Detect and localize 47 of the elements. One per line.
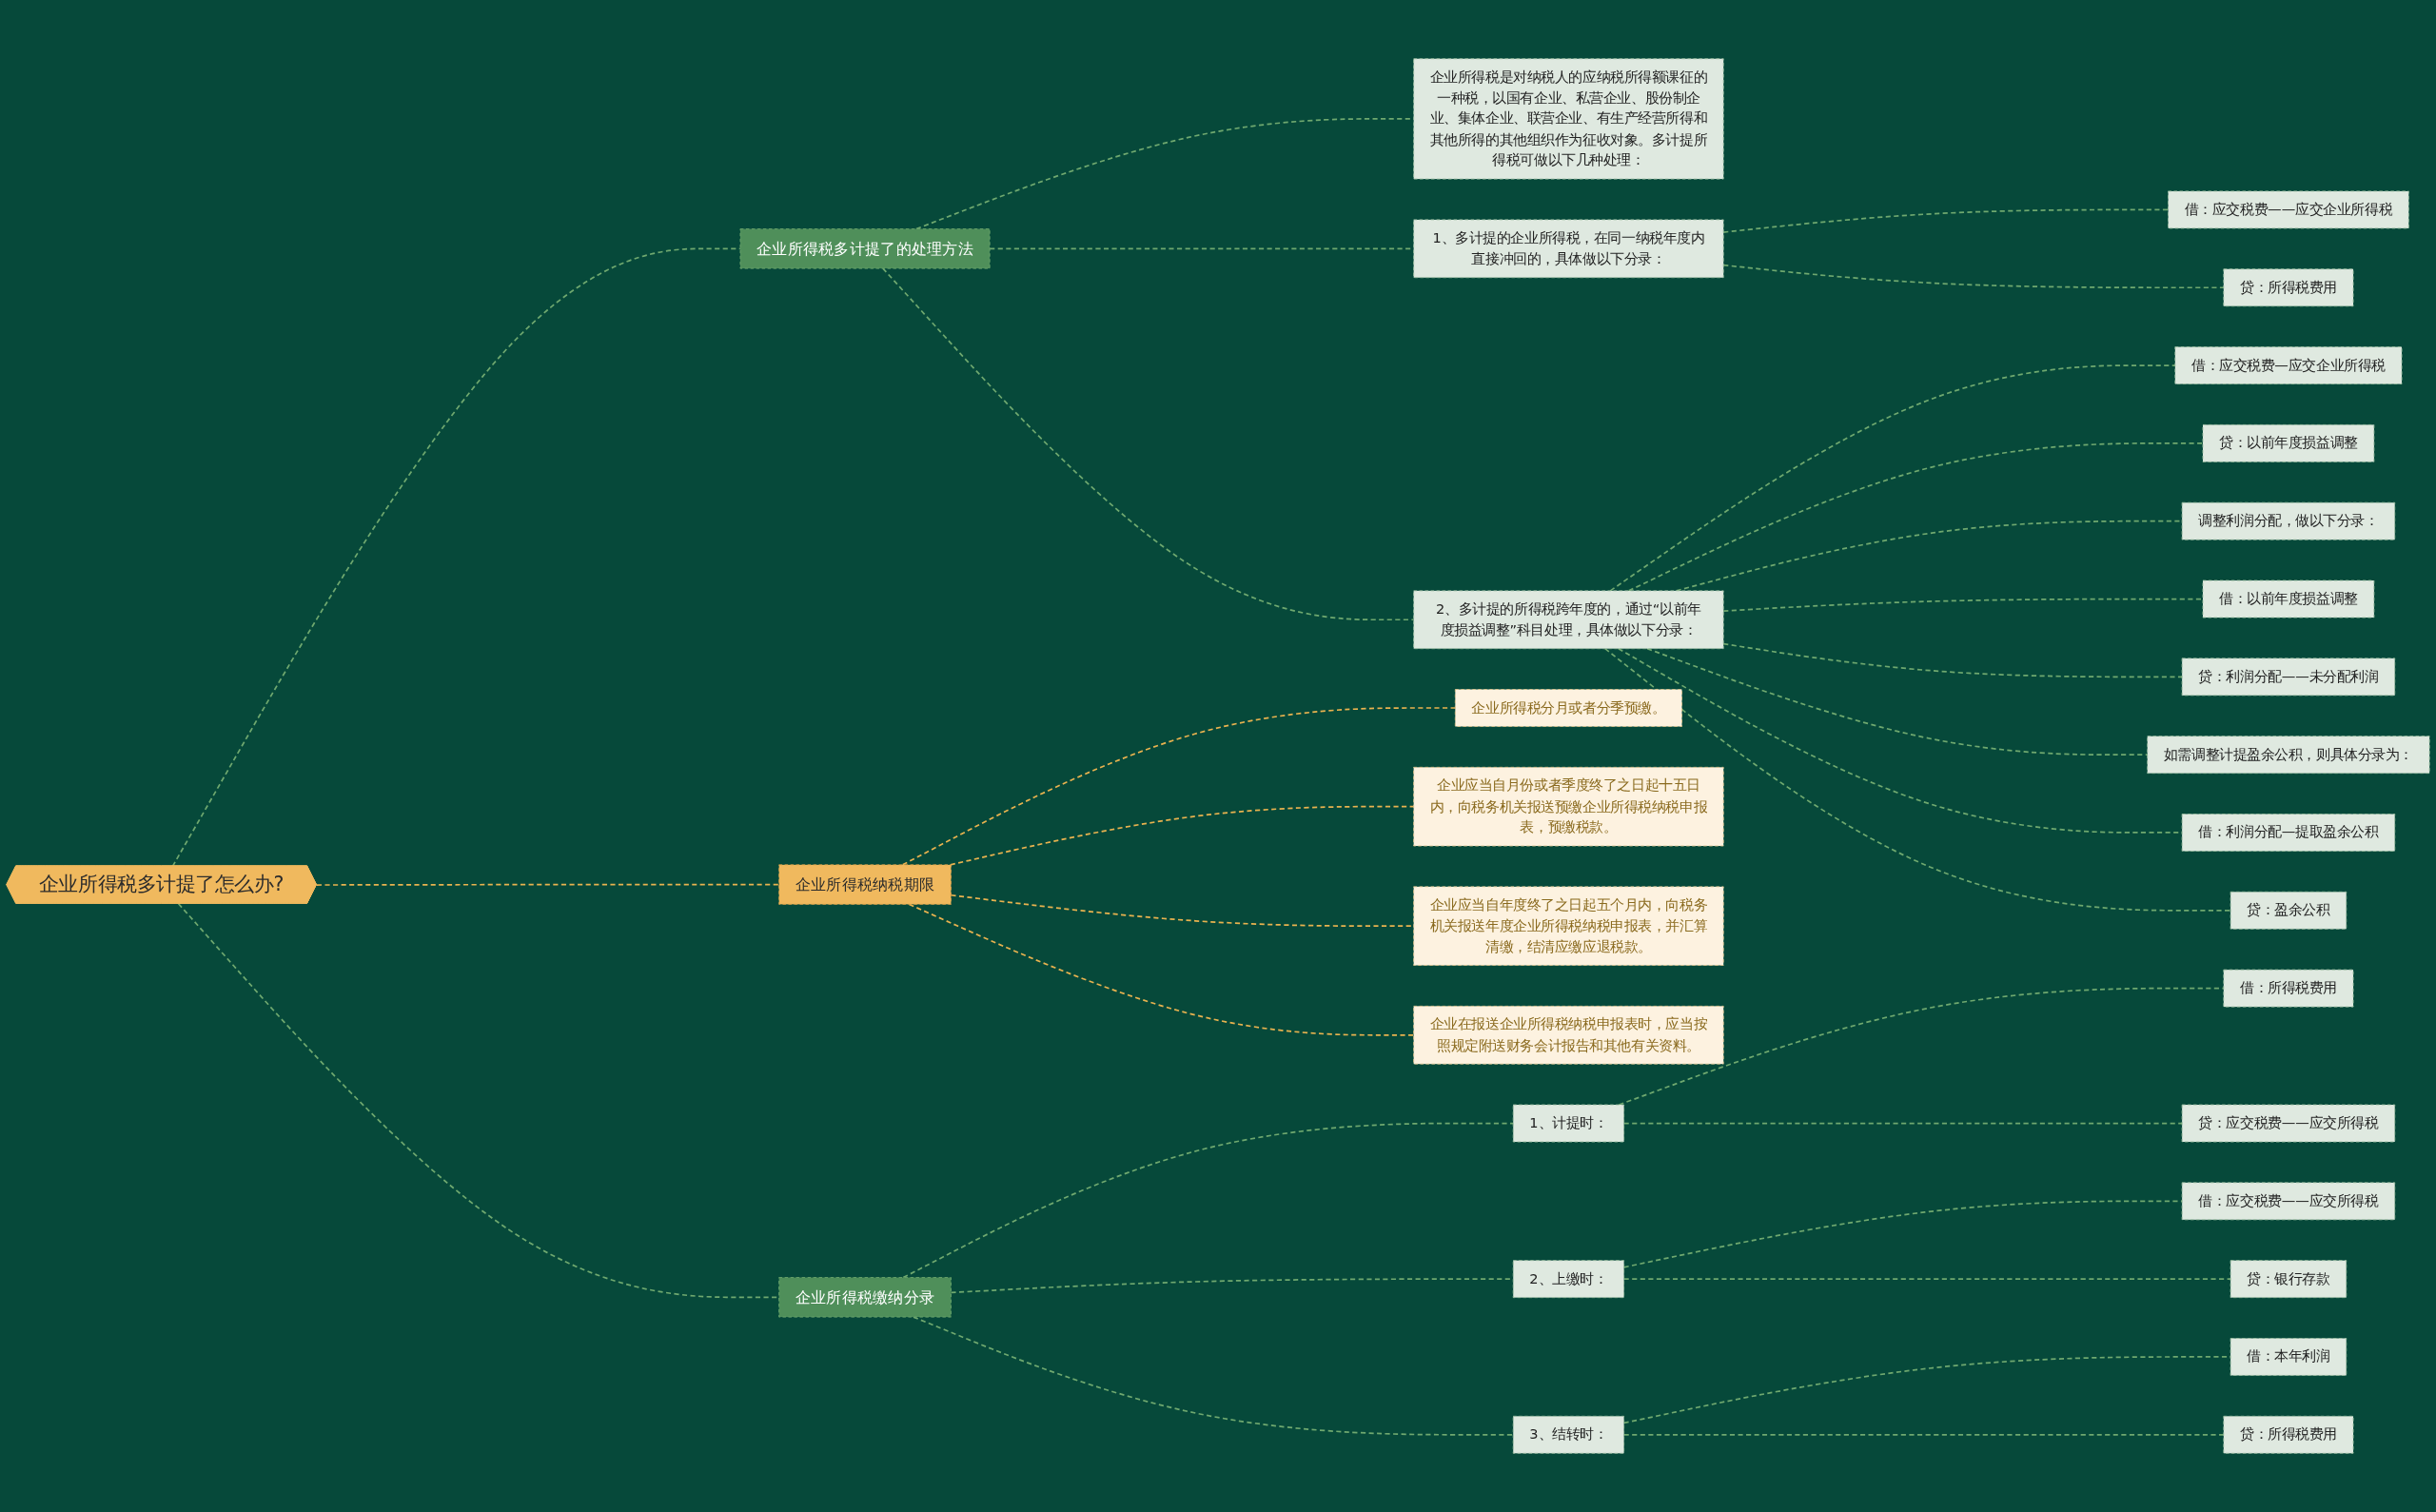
node-box: 贷：应交税费——应交所得税: [2181, 1104, 2396, 1143]
node-box: 贷：盈余公积: [2230, 891, 2348, 930]
connector: [1603, 647, 2231, 912]
node-box: 贷：利润分配——未分配利润: [2181, 658, 2396, 697]
node-box: 借：本年利润: [2230, 1338, 2348, 1376]
connector: [908, 903, 1415, 1036]
connector: [1722, 598, 2204, 612]
connector: [882, 267, 1415, 621]
connector: [1627, 442, 2204, 592]
connector: [1622, 1278, 2231, 1280]
connector: [1609, 364, 2176, 592]
node-box: 借：所得税费用: [2223, 969, 2354, 1008]
node-box: 企业在报送企业所得税纳税申报表时，应当按照规定附送财务会计报告和其他有关资料。: [1413, 1005, 1724, 1065]
node-box: 企业所得税多计提了的处理方法: [739, 228, 991, 269]
node-box: 如需调整计提盈余公积，则具体分录为：: [2147, 736, 2430, 775]
node-box: 贷：所得税费用: [2223, 268, 2354, 307]
connector: [1622, 1122, 2183, 1125]
node-box: 1、多计提的企业所得税，在同一纳税年度内直接冲回的，具体做以下分录：: [1413, 219, 1724, 279]
node-box: 3、结转时：: [1512, 1415, 1625, 1454]
node-box: 借：应交税费——应交所得税: [2181, 1182, 2396, 1221]
node-box: 借：利润分配—提取盈余公积: [2181, 814, 2396, 852]
node-box: 贷：所得税费用: [2223, 1415, 2354, 1454]
node-box: 企业所得税缴纳分录: [778, 1277, 952, 1318]
connector: [316, 883, 780, 886]
connector: [901, 707, 1457, 866]
node-box: 借：以前年度损益调整: [2202, 579, 2375, 619]
connector: [1722, 642, 2183, 678]
connector: [1722, 208, 2170, 233]
connector: [913, 1316, 1515, 1436]
connector: [1722, 264, 2225, 289]
node-box: 企业应当自年度终了之日起五个月内，向税务机关报送年度企业所得税纳税申报表，并汇算清缴，结清应缴应退税款。: [1413, 886, 1724, 966]
node-box: 借：应交税费—应交企业所得税: [2174, 346, 2403, 384]
node-box: 1、计提时：: [1512, 1104, 1625, 1143]
node-box: 2、上缴时：: [1512, 1260, 1625, 1299]
node-box: 借：应交税费——应交企业所得税: [2168, 190, 2409, 229]
node-box: 企业所得税是对纳税人的应纳税所得额课征的一种税，以国有企业、私营企业、股份制企业、集体企业、联营企业、有生产经营所得和其他所得的其他组织作为征收对象。多计提所得税可做以下几种处理：: [1413, 58, 1724, 180]
node-box: 贷：银行存款: [2230, 1260, 2348, 1299]
connector: [1646, 647, 2149, 756]
node-box: 2、多计提的所得税跨年度的，通过“以前年度损益调整”科目处理，具体做以下分录：: [1413, 590, 1724, 650]
node-box: 企业所得税分月或者分季预缴。: [1454, 689, 1682, 727]
connector: [1622, 1433, 2225, 1436]
connector: [902, 1122, 1515, 1279]
connector: [949, 805, 1415, 866]
node-box: 调整利润分配，做以下分录：: [2181, 501, 2396, 540]
node-box: 企业应当自月份或者季度终了之日起十五日内，向税务机关报送预缴企业所得税纳税申报表，预缴税款。: [1413, 766, 1724, 847]
node-box: 贷：以前年度损益调整: [2202, 423, 2375, 462]
node-box: 企业所得税纳税期限: [778, 864, 952, 905]
